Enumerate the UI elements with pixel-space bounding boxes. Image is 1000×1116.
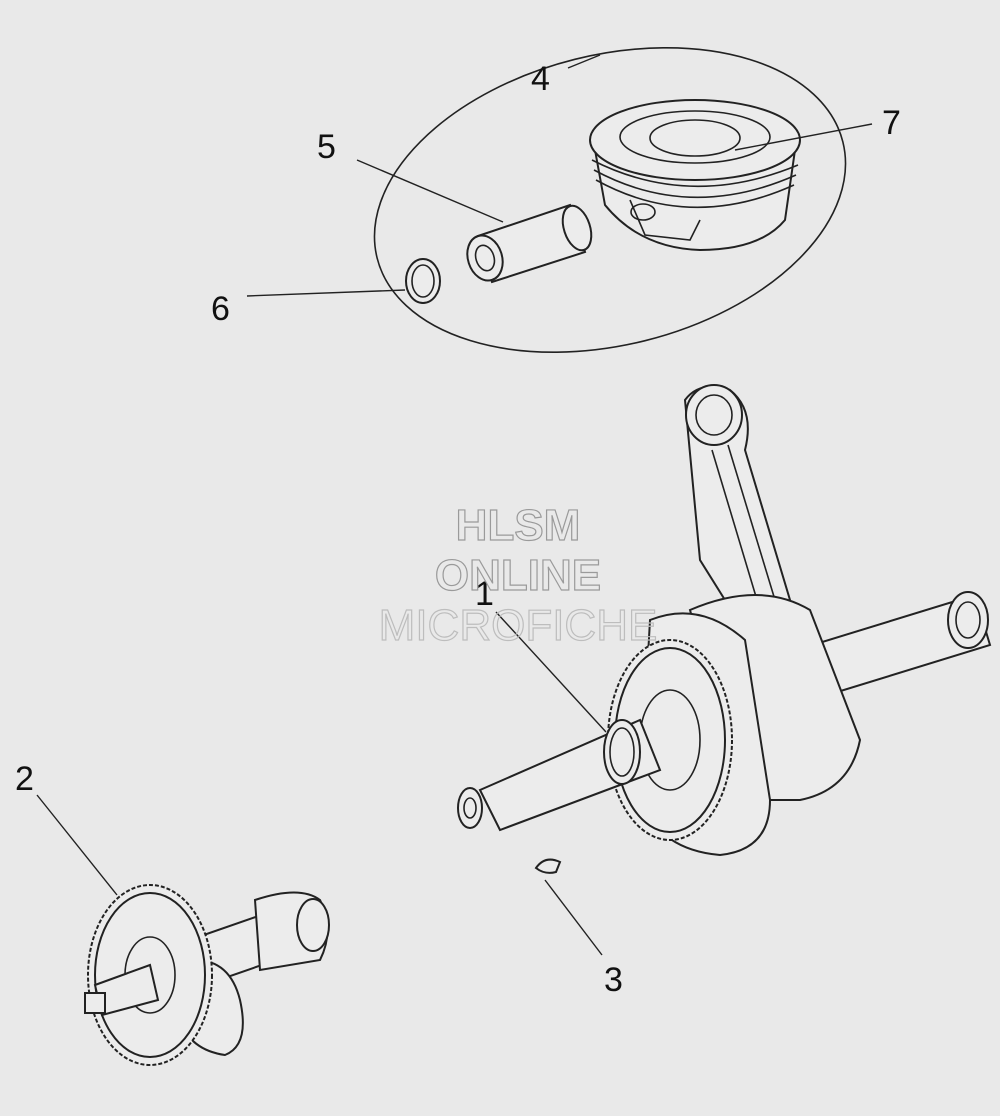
- crankshaft[interactable]: [457, 591, 992, 857]
- circlip[interactable]: [405, 258, 441, 304]
- leader-3: [544, 879, 603, 956]
- piston-pin[interactable]: [462, 202, 597, 285]
- watermark-line2: ONLINE: [435, 551, 601, 600]
- leader-4: [567, 54, 601, 69]
- balancer-shaft[interactable]: [84, 884, 330, 1066]
- connecting-rod[interactable]: [683, 384, 792, 642]
- leader-1: [495, 611, 607, 733]
- callout-4: 4: [531, 60, 550, 98]
- callout-7: 7: [882, 104, 901, 142]
- callout-3: 3: [604, 961, 623, 999]
- leader-2: [36, 794, 118, 896]
- callout-1: 1: [475, 575, 494, 613]
- leader-5: [356, 159, 504, 223]
- leader-7: [734, 123, 873, 151]
- watermark-line3: MICROFICHE: [379, 601, 658, 650]
- woodruff-key[interactable]: [534, 858, 562, 874]
- piston-group-oval: [373, 46, 847, 354]
- callout-5: 5: [317, 128, 336, 166]
- piston[interactable]: [589, 99, 801, 252]
- watermark-line1: HLSM: [456, 501, 581, 550]
- callout-2: 2: [15, 760, 34, 798]
- callout-6: 6: [211, 290, 230, 328]
- leader-6: [246, 289, 406, 297]
